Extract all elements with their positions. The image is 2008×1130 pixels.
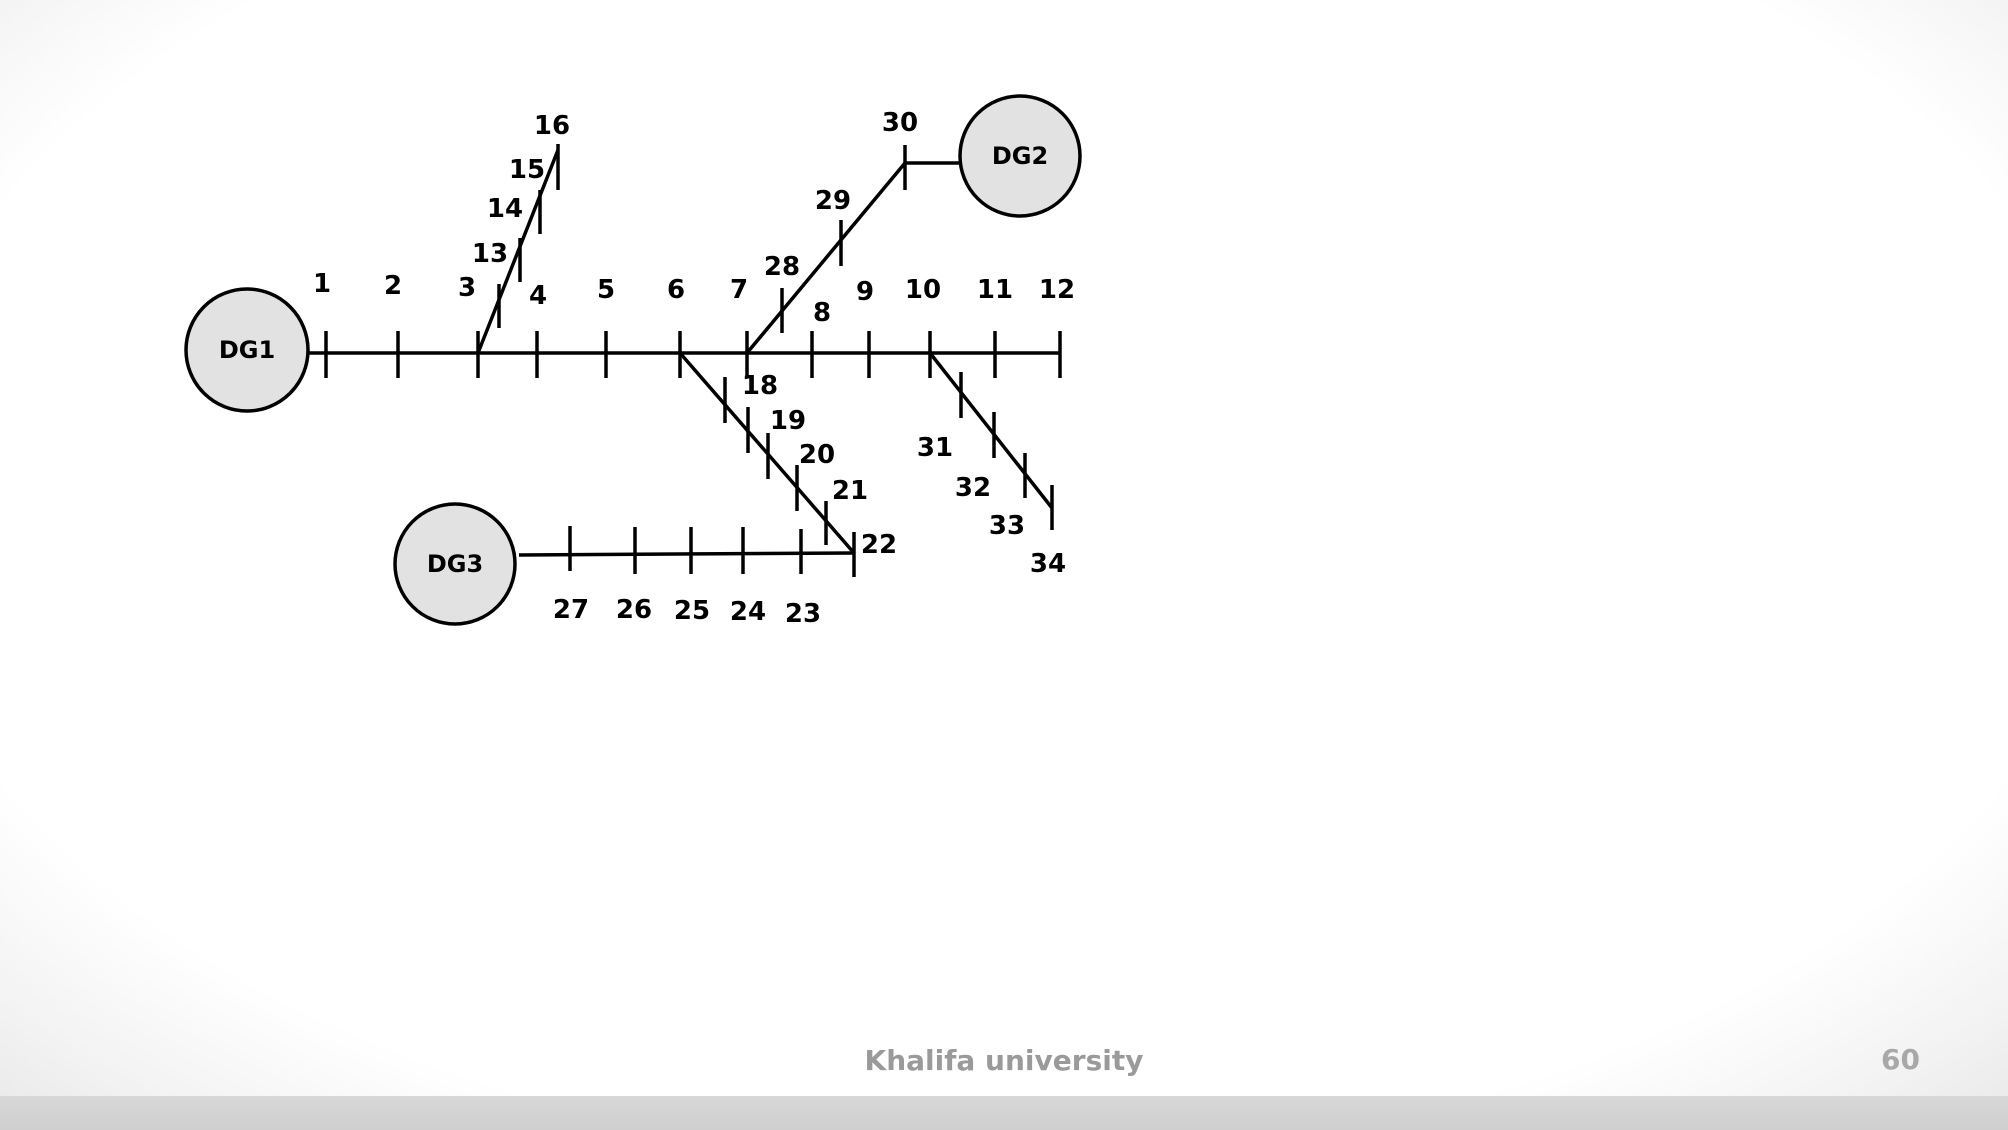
bus-label-26: 26: [616, 595, 652, 625]
lateral-16-line: [476, 149, 560, 354]
slide-number: 60: [1881, 1043, 1920, 1076]
bus-label-7: 7: [730, 275, 748, 305]
bus-label-15: 15: [509, 155, 545, 185]
bus-label-20: 20: [799, 440, 835, 470]
dg1-label: DG1: [219, 336, 275, 364]
bus-label-32: 32: [955, 473, 991, 503]
bus-label-34: 34: [1030, 549, 1066, 579]
lateral-34-line: [928, 351, 1054, 510]
bus-label-9: 9: [856, 277, 874, 307]
bus-label-2: 2: [384, 271, 402, 301]
bus-label-10: 10: [905, 275, 941, 305]
bus-label-12: 12: [1039, 275, 1075, 305]
dg3-generator: DG3: [393, 502, 517, 626]
bus-label-13: 13: [472, 239, 508, 269]
bus-label-27: 27: [553, 595, 589, 625]
bus-label-1: 1: [313, 269, 331, 299]
bus-label-23: 23: [785, 599, 821, 629]
bus-label-18: 18: [742, 371, 778, 401]
dg1-generator: DG1: [184, 287, 310, 413]
bottom-bar: [0, 1096, 2008, 1130]
dg3-label: DG3: [427, 550, 483, 578]
bus-label-33: 33: [989, 511, 1025, 541]
bus-label-29: 29: [815, 186, 851, 216]
bus-labels: 1 2 3 4 5 6 7 8 9 10 11 12 13 14 15 16 1…: [313, 108, 1075, 629]
bus-label-22: 22: [861, 530, 897, 560]
bus-label-24: 24: [730, 597, 766, 627]
dg2-label: DG2: [992, 142, 1048, 170]
bus-label-19: 19: [770, 406, 806, 436]
bus-label-14: 14: [487, 194, 523, 224]
footer-text: Khalifa university: [864, 1044, 1144, 1077]
bus-label-3: 3: [458, 273, 476, 303]
bus-label-28: 28: [764, 252, 800, 282]
bus-label-16: 16: [534, 111, 570, 141]
bus-label-5: 5: [597, 275, 615, 305]
bus-label-4: 4: [529, 281, 547, 311]
bus-label-30: 30: [882, 108, 918, 138]
bus-label-8: 8: [813, 298, 831, 328]
bus-label-25: 25: [674, 596, 710, 626]
lateral-30-line: [745, 161, 907, 355]
bus-label-6: 6: [667, 275, 685, 305]
bus-label-11: 11: [977, 275, 1013, 305]
dg3-feeder-line: [518, 551, 855, 557]
bus-label-31: 31: [917, 433, 953, 463]
bus-label-21: 21: [832, 476, 868, 506]
dg2-generator: DG2: [958, 94, 1082, 218]
network-diagram: DG1 DG2 DG3 1 2 3 4 5 6 7 8 9 10 11 12 1…: [184, 94, 1082, 629]
